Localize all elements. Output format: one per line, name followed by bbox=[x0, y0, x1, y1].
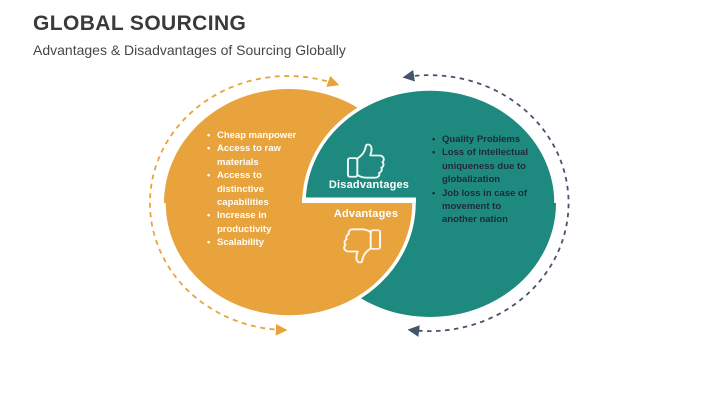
overlap-top-teal-edge bbox=[302, 87, 558, 203]
list-item: Access to distinctive capabilities bbox=[207, 169, 299, 209]
list-item: Cheap manpower bbox=[207, 129, 299, 143]
list-item: Increase in productivity bbox=[207, 209, 299, 236]
disadvantages-label: Disadvantages bbox=[328, 179, 410, 191]
page-subtitle: Advantages & Disadvantages of Sourcing G… bbox=[33, 42, 346, 58]
list-item: Scalability bbox=[207, 236, 299, 250]
list-item: Loss of intellectual uniqueness due to g… bbox=[432, 146, 544, 186]
list-item: Access to raw materials bbox=[207, 142, 299, 169]
disadvantages-list: Quality Problems Loss of intellectual un… bbox=[432, 133, 544, 227]
advantages-label: Advantages bbox=[333, 208, 399, 220]
list-item: Quality Problems bbox=[432, 133, 544, 147]
advantages-list: Cheap manpower Access to raw materials A… bbox=[207, 129, 299, 250]
list-item: Job loss in case of movement to another … bbox=[432, 187, 544, 227]
overlap-divider bbox=[302, 197, 416, 203]
advantages-dashed-arc bbox=[149, 75, 340, 336]
page-title: GLOBAL SOURCING bbox=[33, 12, 247, 35]
disadvantages-dashed-arc bbox=[402, 69, 570, 337]
